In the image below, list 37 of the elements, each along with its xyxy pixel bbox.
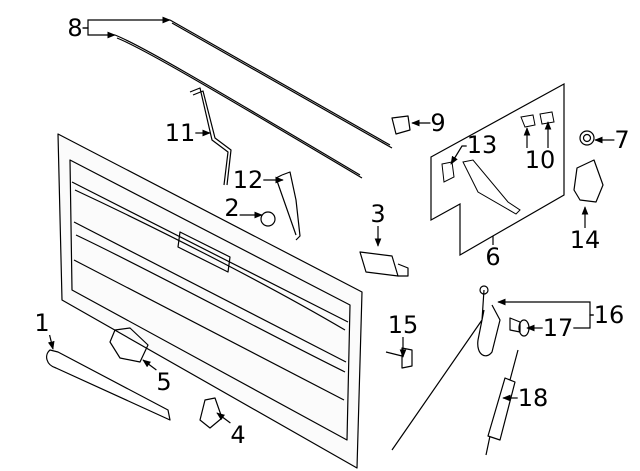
leader-line bbox=[544, 121, 552, 148]
callout-number: 1 bbox=[34, 311, 50, 335]
leader-line bbox=[82, 27, 116, 38]
callout-number: 13 bbox=[466, 133, 498, 157]
callout-number: 3 bbox=[370, 202, 386, 226]
leader-line bbox=[195, 130, 211, 136]
callout-number: 4 bbox=[230, 423, 246, 447]
callout-number: 9 bbox=[430, 111, 446, 135]
leader-line bbox=[502, 394, 518, 402]
leader-line bbox=[142, 360, 157, 370]
callout-number: 5 bbox=[156, 370, 172, 394]
callout-number: 17 bbox=[542, 316, 574, 340]
callout-number: 10 bbox=[524, 148, 556, 172]
callout-number: 6 bbox=[485, 245, 501, 269]
callout-number: 2 bbox=[224, 196, 240, 220]
callout-number: 7 bbox=[614, 128, 630, 152]
leader-line bbox=[216, 412, 231, 424]
callout-number: 11 bbox=[164, 121, 196, 145]
leader-line bbox=[240, 212, 263, 218]
callout-number: 15 bbox=[388, 313, 418, 337]
leader-line bbox=[263, 176, 284, 184]
leader-line bbox=[526, 324, 543, 332]
leader-line bbox=[48, 334, 54, 350]
leader-line bbox=[400, 337, 406, 358]
leader-line bbox=[450, 145, 467, 165]
leader-line bbox=[374, 226, 382, 247]
callout-number: 18 bbox=[518, 386, 548, 410]
leader-line bbox=[524, 127, 530, 148]
leader-line bbox=[411, 120, 430, 126]
callout-number: 16 bbox=[594, 303, 624, 327]
callout-number: 8 bbox=[67, 16, 83, 40]
callout-number: 14 bbox=[570, 228, 600, 252]
callout-number: 12 bbox=[232, 168, 264, 192]
leader-line bbox=[573, 314, 594, 329]
leader-line bbox=[492, 236, 494, 245]
leader-line bbox=[594, 136, 614, 144]
leader-line bbox=[582, 206, 588, 228]
